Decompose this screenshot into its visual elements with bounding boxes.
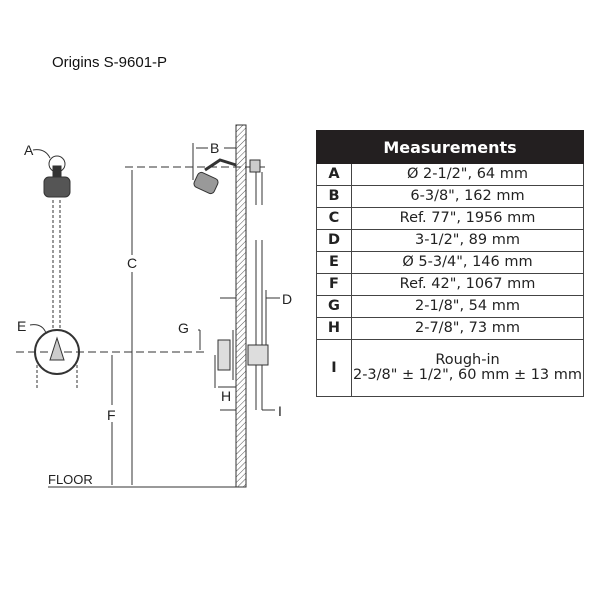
label-b: B xyxy=(210,140,219,156)
row-key: F xyxy=(316,273,352,296)
row-value: 6-3/8", 162 mm xyxy=(351,185,584,208)
label-a: A xyxy=(24,142,34,158)
row-value: 2-7/8", 73 mm xyxy=(351,317,584,340)
row-value: 2-1/8", 54 mm xyxy=(351,295,584,318)
row-value: Ø 5-3/4", 146 mm xyxy=(351,251,584,274)
table-header: Measurements xyxy=(316,130,584,164)
floor-label: FLOOR xyxy=(48,472,93,487)
label-c: C xyxy=(127,255,137,271)
row-key: D xyxy=(316,229,352,252)
valve-side-icon xyxy=(217,330,234,380)
row-value: Ref. 42", 1067 mm xyxy=(351,273,584,296)
label-h: H xyxy=(221,388,231,404)
label-d: D xyxy=(282,291,292,307)
label-f: F xyxy=(107,407,116,423)
row-key: H xyxy=(316,317,352,340)
row-value: 3-1/2", 89 mm xyxy=(351,229,584,252)
label-e: E xyxy=(17,318,26,334)
row-value: Ø 2-1/2", 64 mm xyxy=(351,163,584,186)
showerhead-side-icon xyxy=(204,158,237,172)
valve-trim-front-icon xyxy=(34,329,80,375)
row-key: B xyxy=(316,185,352,208)
row-value: Ref. 77", 1956 mm xyxy=(351,207,584,230)
product-title: Origins S-9601-P xyxy=(52,54,168,71)
row-key: I xyxy=(316,339,352,397)
label-i: I xyxy=(278,403,282,419)
row-value-line2: 2-3/8" ± 1/2", 60 mm ± 13 mm xyxy=(352,367,583,383)
row-key: G xyxy=(316,295,352,318)
row-key: C xyxy=(316,207,352,230)
row-key: A xyxy=(316,163,352,186)
row-value-line1: Rough-in xyxy=(435,352,500,368)
wall xyxy=(235,124,247,488)
showerhead-front-icon xyxy=(43,176,71,198)
label-g: G xyxy=(178,320,189,336)
row-key: E xyxy=(316,251,352,274)
